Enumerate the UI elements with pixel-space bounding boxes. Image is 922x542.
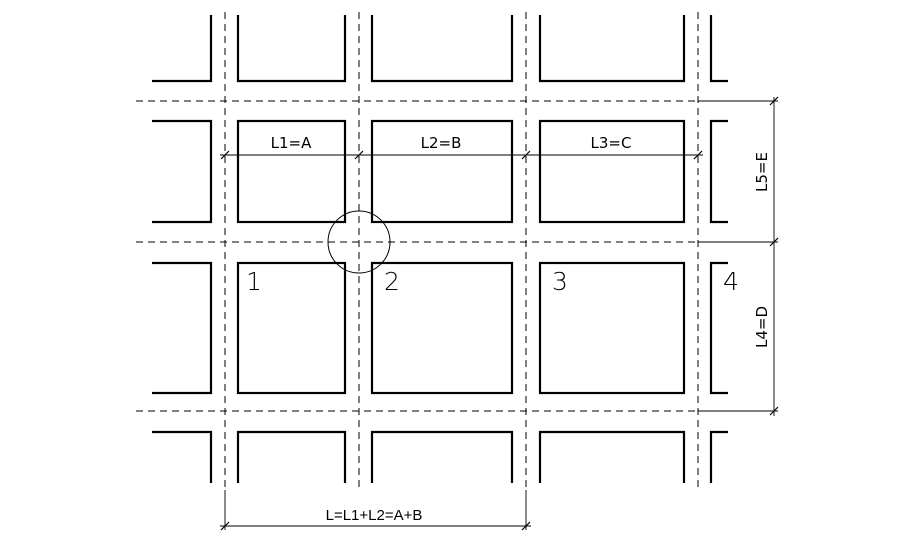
panel-numbers: 1 2 3 4	[246, 267, 739, 296]
dimension-label-l2: L2=B	[421, 134, 462, 152]
panel-outlines	[152, 15, 728, 483]
panel-number-2: 2	[384, 267, 400, 296]
panel-number-1: 1	[246, 267, 262, 296]
dimension-tick	[769, 96, 779, 106]
dimension-row-top: L1=A L2=B L3=C	[220, 134, 703, 160]
panel-row2-2	[370, 119, 514, 224]
panel-top-left-partial	[152, 15, 213, 83]
axis-lines	[136, 12, 776, 490]
panel-top-1	[236, 15, 347, 83]
dimension-tick	[521, 150, 531, 160]
dimension-tick	[354, 150, 364, 160]
dimension-label-l4: L4=D	[753, 306, 771, 348]
panel-bottom-1	[236, 430, 347, 483]
panel-3	[538, 261, 686, 395]
dimension-label-l3: L3=C	[591, 134, 632, 152]
dimension-tick	[769, 406, 779, 416]
panel-top-3	[538, 15, 686, 83]
dimension-column-right: L5=E L4=D	[698, 96, 779, 416]
dimension-total-bottom: L=L1+L2=A+B	[220, 490, 531, 531]
panel-row2-1	[236, 119, 347, 224]
panel-4-partial	[709, 261, 728, 395]
panel-top-2	[370, 15, 514, 83]
panel-row2-right-partial	[709, 119, 728, 224]
dimension-tick	[220, 150, 230, 160]
panel-number-3: 3	[552, 267, 568, 296]
panel-bottom-3	[538, 430, 686, 483]
dimension-tick	[769, 237, 779, 247]
dimension-tick	[521, 521, 531, 531]
panel-row2-left-partial	[152, 119, 213, 224]
panel-bottom-2	[370, 430, 514, 483]
panel-top-right-partial	[709, 15, 728, 83]
panel-number-4: 4	[723, 267, 739, 296]
panel-2	[370, 261, 514, 395]
dimension-label-total: L=L1+L2=A+B	[326, 507, 423, 524]
panel-row2-3	[538, 119, 686, 224]
panel-1	[236, 261, 347, 395]
dimension-tick	[693, 150, 703, 160]
dimension-tick	[220, 521, 230, 531]
intersection-callout-circle	[327, 210, 391, 274]
dimension-label-l1: L1=A	[271, 134, 312, 152]
dimension-label-l5: L5=E	[753, 152, 771, 192]
panel-bottom-left-partial	[152, 430, 213, 483]
panel-row3-left-partial	[152, 261, 213, 395]
panel-bottom-right-partial	[709, 430, 728, 483]
